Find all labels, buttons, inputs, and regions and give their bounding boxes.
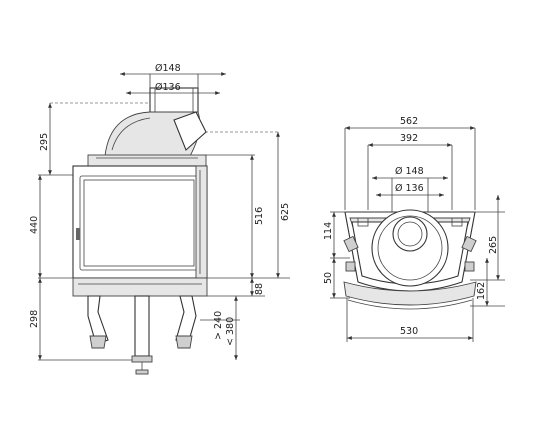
dim-392: 392 [400,133,418,144]
dim-265: 265 [488,236,499,254]
leg-center [131,295,153,375]
top-collar [87,154,207,167]
dim-50: 50 [323,272,334,284]
dim-625: 625 [280,203,291,221]
dim-516: 516 [254,207,265,225]
leg-right [175,295,197,349]
door-handle [76,228,80,240]
dim-562: 562 [400,116,418,127]
leg-left [87,295,109,349]
dome-hood [104,111,207,157]
top-flue-inner-label: Ø 136 [395,183,424,194]
dim-298: 298 [29,310,40,328]
dim-max-380: < 380 [225,317,236,346]
dim-530: 530 [400,326,418,337]
firebox-body [72,165,208,279]
flue-outer-label: Ø148 [155,63,181,74]
front-view: Ø148 Ø136 295 440 298 516 625 88 > 240 <… [29,63,291,375]
top-flue-outer-label: Ø 148 [395,166,424,177]
dim-88: 88 [254,283,265,295]
dim-114: 114 [323,222,334,240]
dim-440: 440 [29,216,40,234]
dim-295: 295 [39,133,50,151]
flue-inner-label: Ø136 [155,82,181,93]
dim-162: 162 [476,282,487,300]
dim-min-240: > 240 [213,311,224,340]
plan-body [343,209,477,310]
top-view: 562 392 Ø 148 Ø 136 [323,116,505,342]
base-plate [72,277,208,297]
